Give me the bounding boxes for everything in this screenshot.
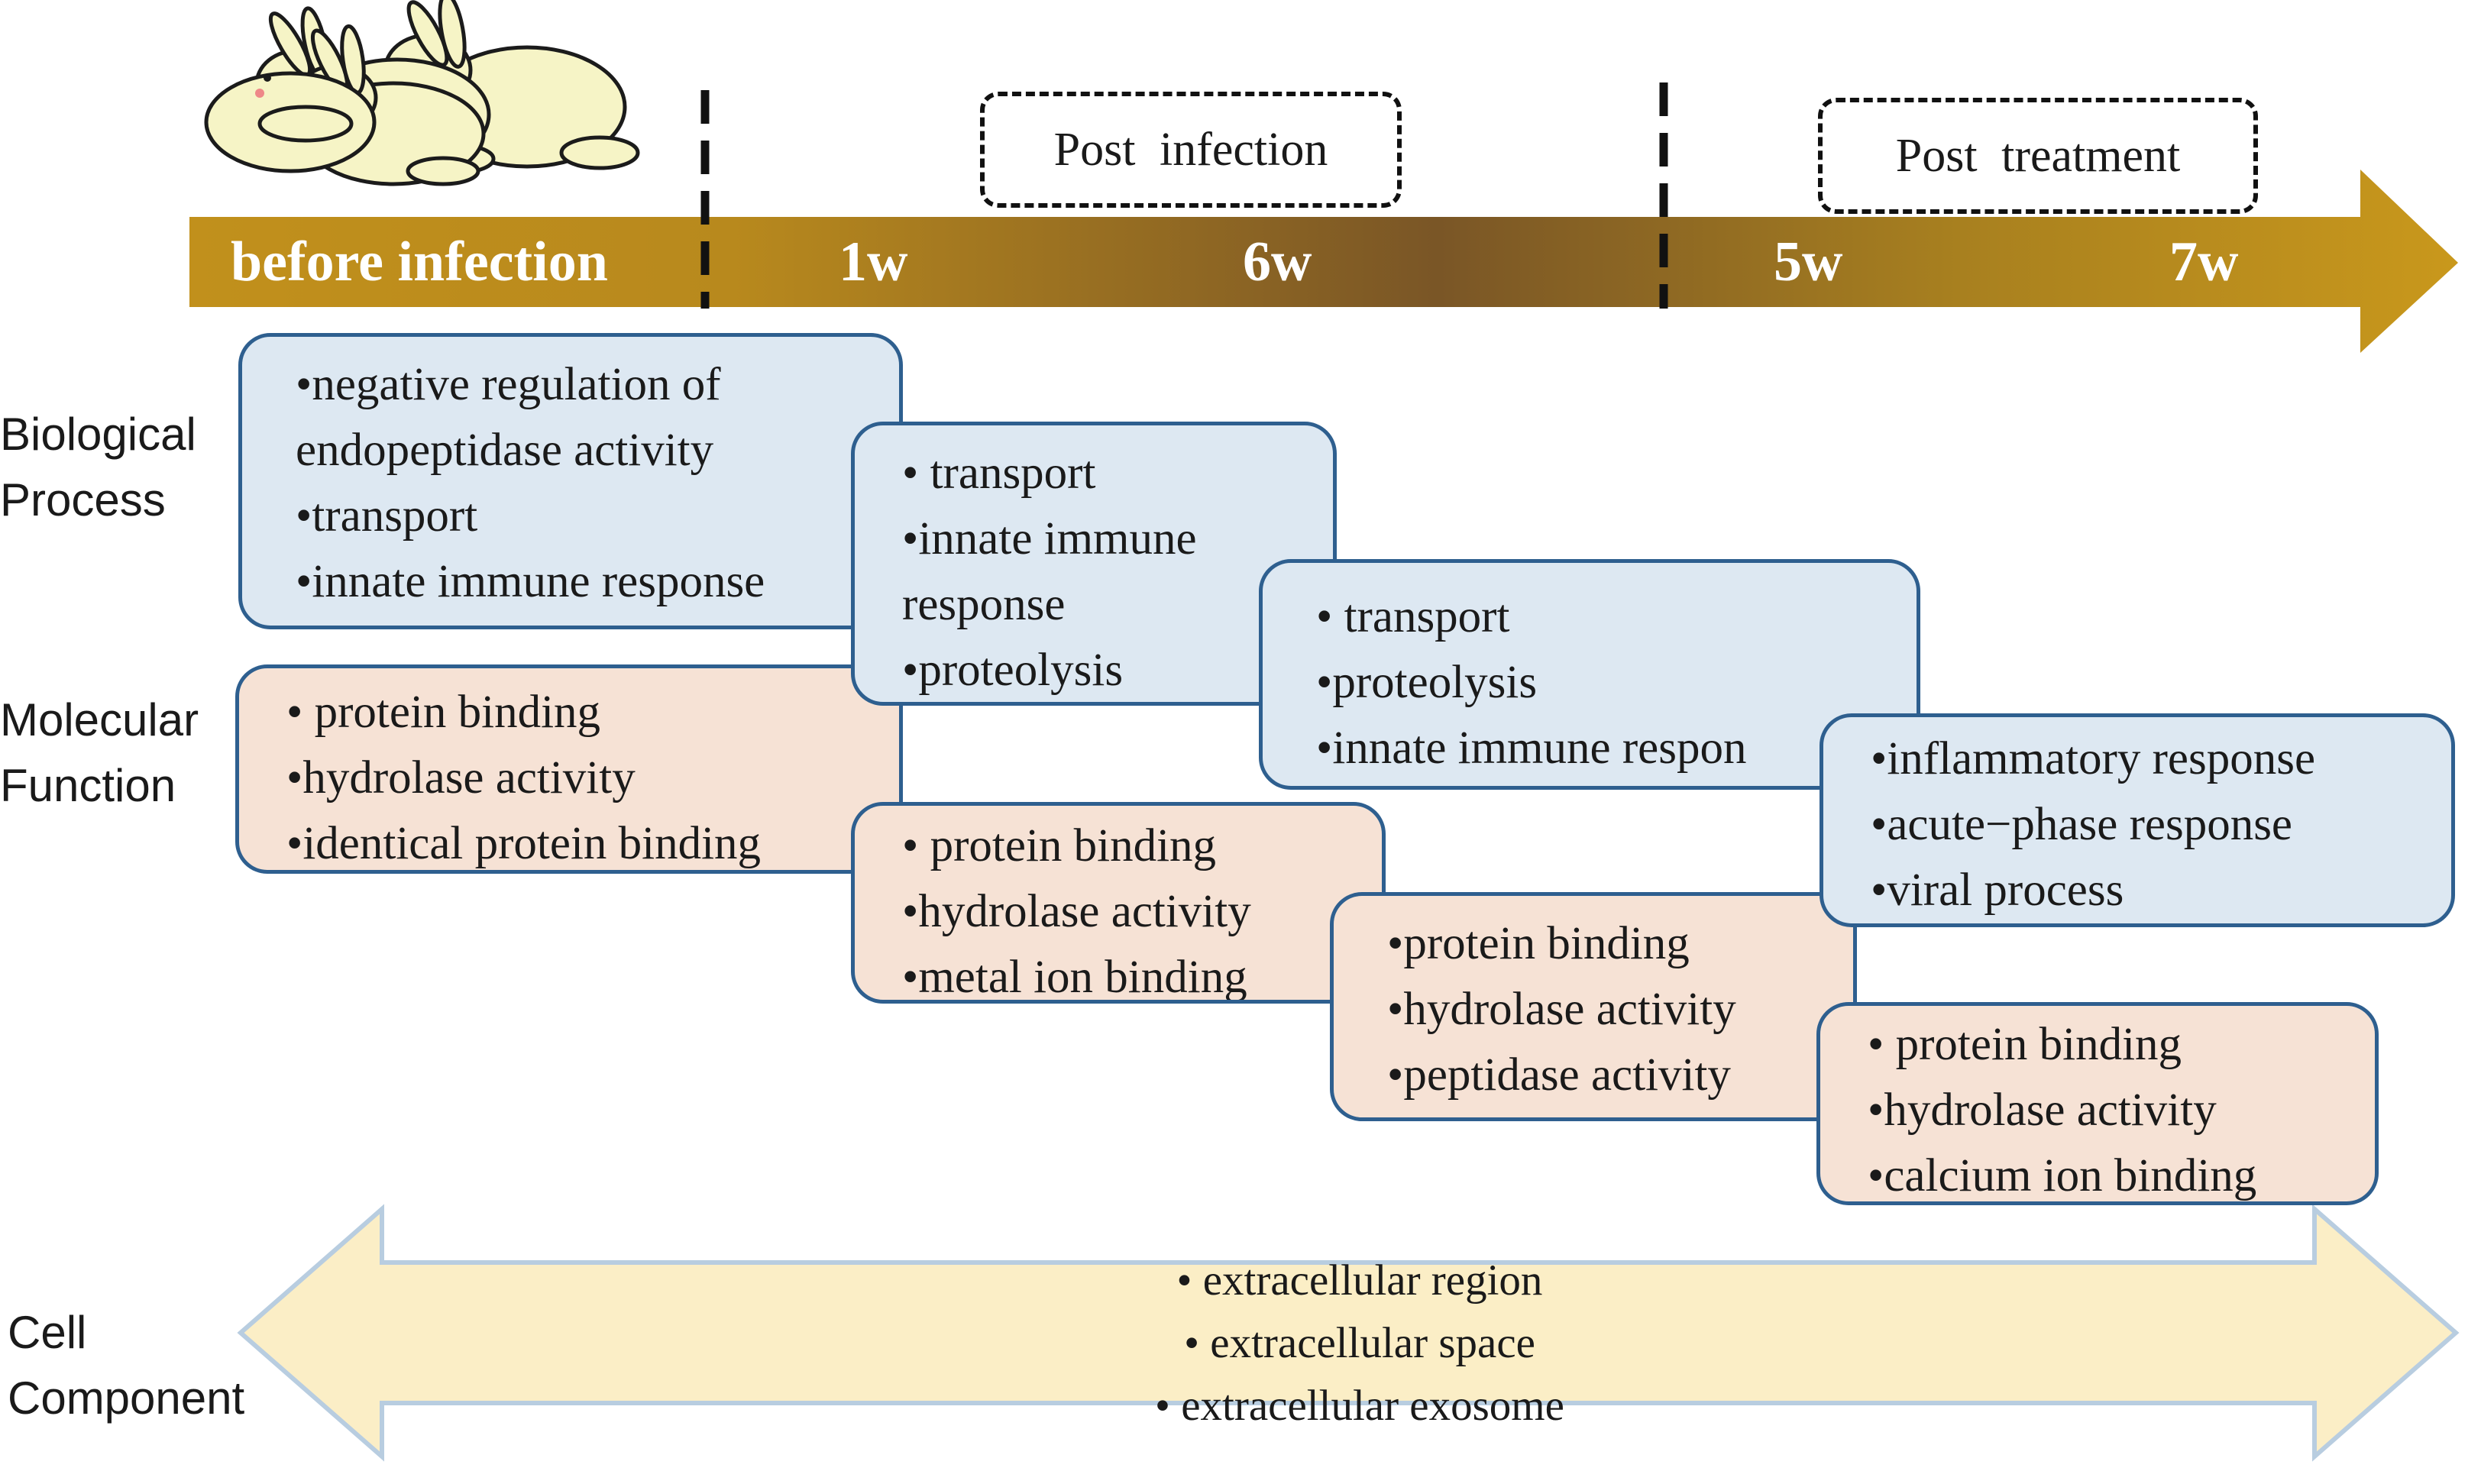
list-item: •peptidase activity	[1387, 1049, 1731, 1101]
list-item: • extracellular region	[1176, 1256, 1543, 1305]
list-item: •proteolysis	[1316, 657, 1538, 708]
bp-box-post-infection: • transport •innate immune response •pro…	[851, 422, 1337, 706]
list-item: •transport	[296, 490, 478, 542]
post-treatment-tag: Post treatment	[1818, 98, 2258, 214]
list-item: •innate immune respon	[1316, 723, 1747, 774]
mf-box-before-infection: • protein binding •hydrolase activity •i…	[235, 664, 903, 874]
list-item: •identical protein binding	[286, 818, 762, 869]
list-item: • protein binding	[286, 687, 601, 738]
mf-box-post-infection: • protein binding •hydrolase activity •m…	[851, 802, 1386, 1004]
row-label-biological-process: Biological Process	[0, 402, 196, 533]
list-item: •calcium ion binding	[1868, 1150, 2257, 1201]
list-item: •acute−phase response	[1871, 799, 2293, 850]
row-label-cell-component: Cell Component	[8, 1300, 244, 1431]
mf-box-post-treatment: • protein binding •hydrolase activity •c…	[1816, 1002, 2379, 1205]
week-label-7w: 7w	[2169, 231, 2239, 293]
row-label-line: Process	[0, 474, 166, 525]
mf-box-late-infection: •protein binding •hydrolase activity •pe…	[1330, 892, 1857, 1121]
rabbits-illustration	[204, 0, 640, 186]
list-item: •metal ion binding	[902, 952, 1247, 1003]
cell-component-list: • extracellular region • extracellular s…	[993, 1250, 1726, 1437]
cell-component-arrow	[237, 1204, 2460, 1462]
list-item: • extracellular exosome	[1155, 1382, 1564, 1430]
week-label-6w: 6w	[1243, 231, 1312, 293]
list-item: •protein binding	[1387, 918, 1690, 969]
list-item: •hydrolase activity	[902, 886, 1251, 937]
list-item: endopeptidase activity	[296, 425, 714, 476]
list-item: •innate immune response	[296, 556, 765, 607]
before-infection-label: before infection	[231, 231, 608, 293]
row-label-line: Molecular	[0, 694, 199, 745]
timeline-arrow	[189, 170, 2458, 353]
list-item: •hydrolase activity	[286, 752, 636, 803]
list-item: •inflammatory response	[1871, 733, 2316, 784]
week-label-1w: 1w	[839, 231, 908, 293]
bp-box-late-infection: • transport •proteolysis •innate immune …	[1259, 559, 1920, 790]
list-item: •innate immune	[902, 513, 1197, 564]
list-item: •hydrolase activity	[1868, 1085, 2217, 1136]
post-infection-tag: Post infection	[980, 92, 1402, 208]
list-item: •negative regulation of	[296, 359, 721, 410]
row-label-molecular-function: Molecular Function	[0, 687, 199, 819]
list-item: • extracellular space	[1184, 1319, 1535, 1367]
row-label-line: Cell	[8, 1307, 87, 1358]
list-item: • transport	[1316, 591, 1510, 642]
list-item: • protein binding	[902, 820, 1217, 871]
list-item: •viral process	[1871, 865, 2124, 916]
row-label-line: Component	[8, 1372, 245, 1424]
list-item: • transport	[902, 448, 1096, 499]
row-label-line: Function	[0, 760, 176, 811]
week-label-5w: 5w	[1774, 231, 1843, 293]
list-item: • protein binding	[1868, 1019, 2182, 1070]
list-item: •hydrolase activity	[1387, 984, 1736, 1035]
bp-box-before-infection: •negative regulation of endopeptidase ac…	[238, 333, 903, 629]
bp-box-post-treatment: •inflammatory response •acute−phase resp…	[1820, 713, 2455, 927]
row-label-line: Biological	[0, 409, 196, 460]
list-item: •proteolysis	[902, 645, 1124, 696]
list-item: response	[902, 579, 1066, 630]
